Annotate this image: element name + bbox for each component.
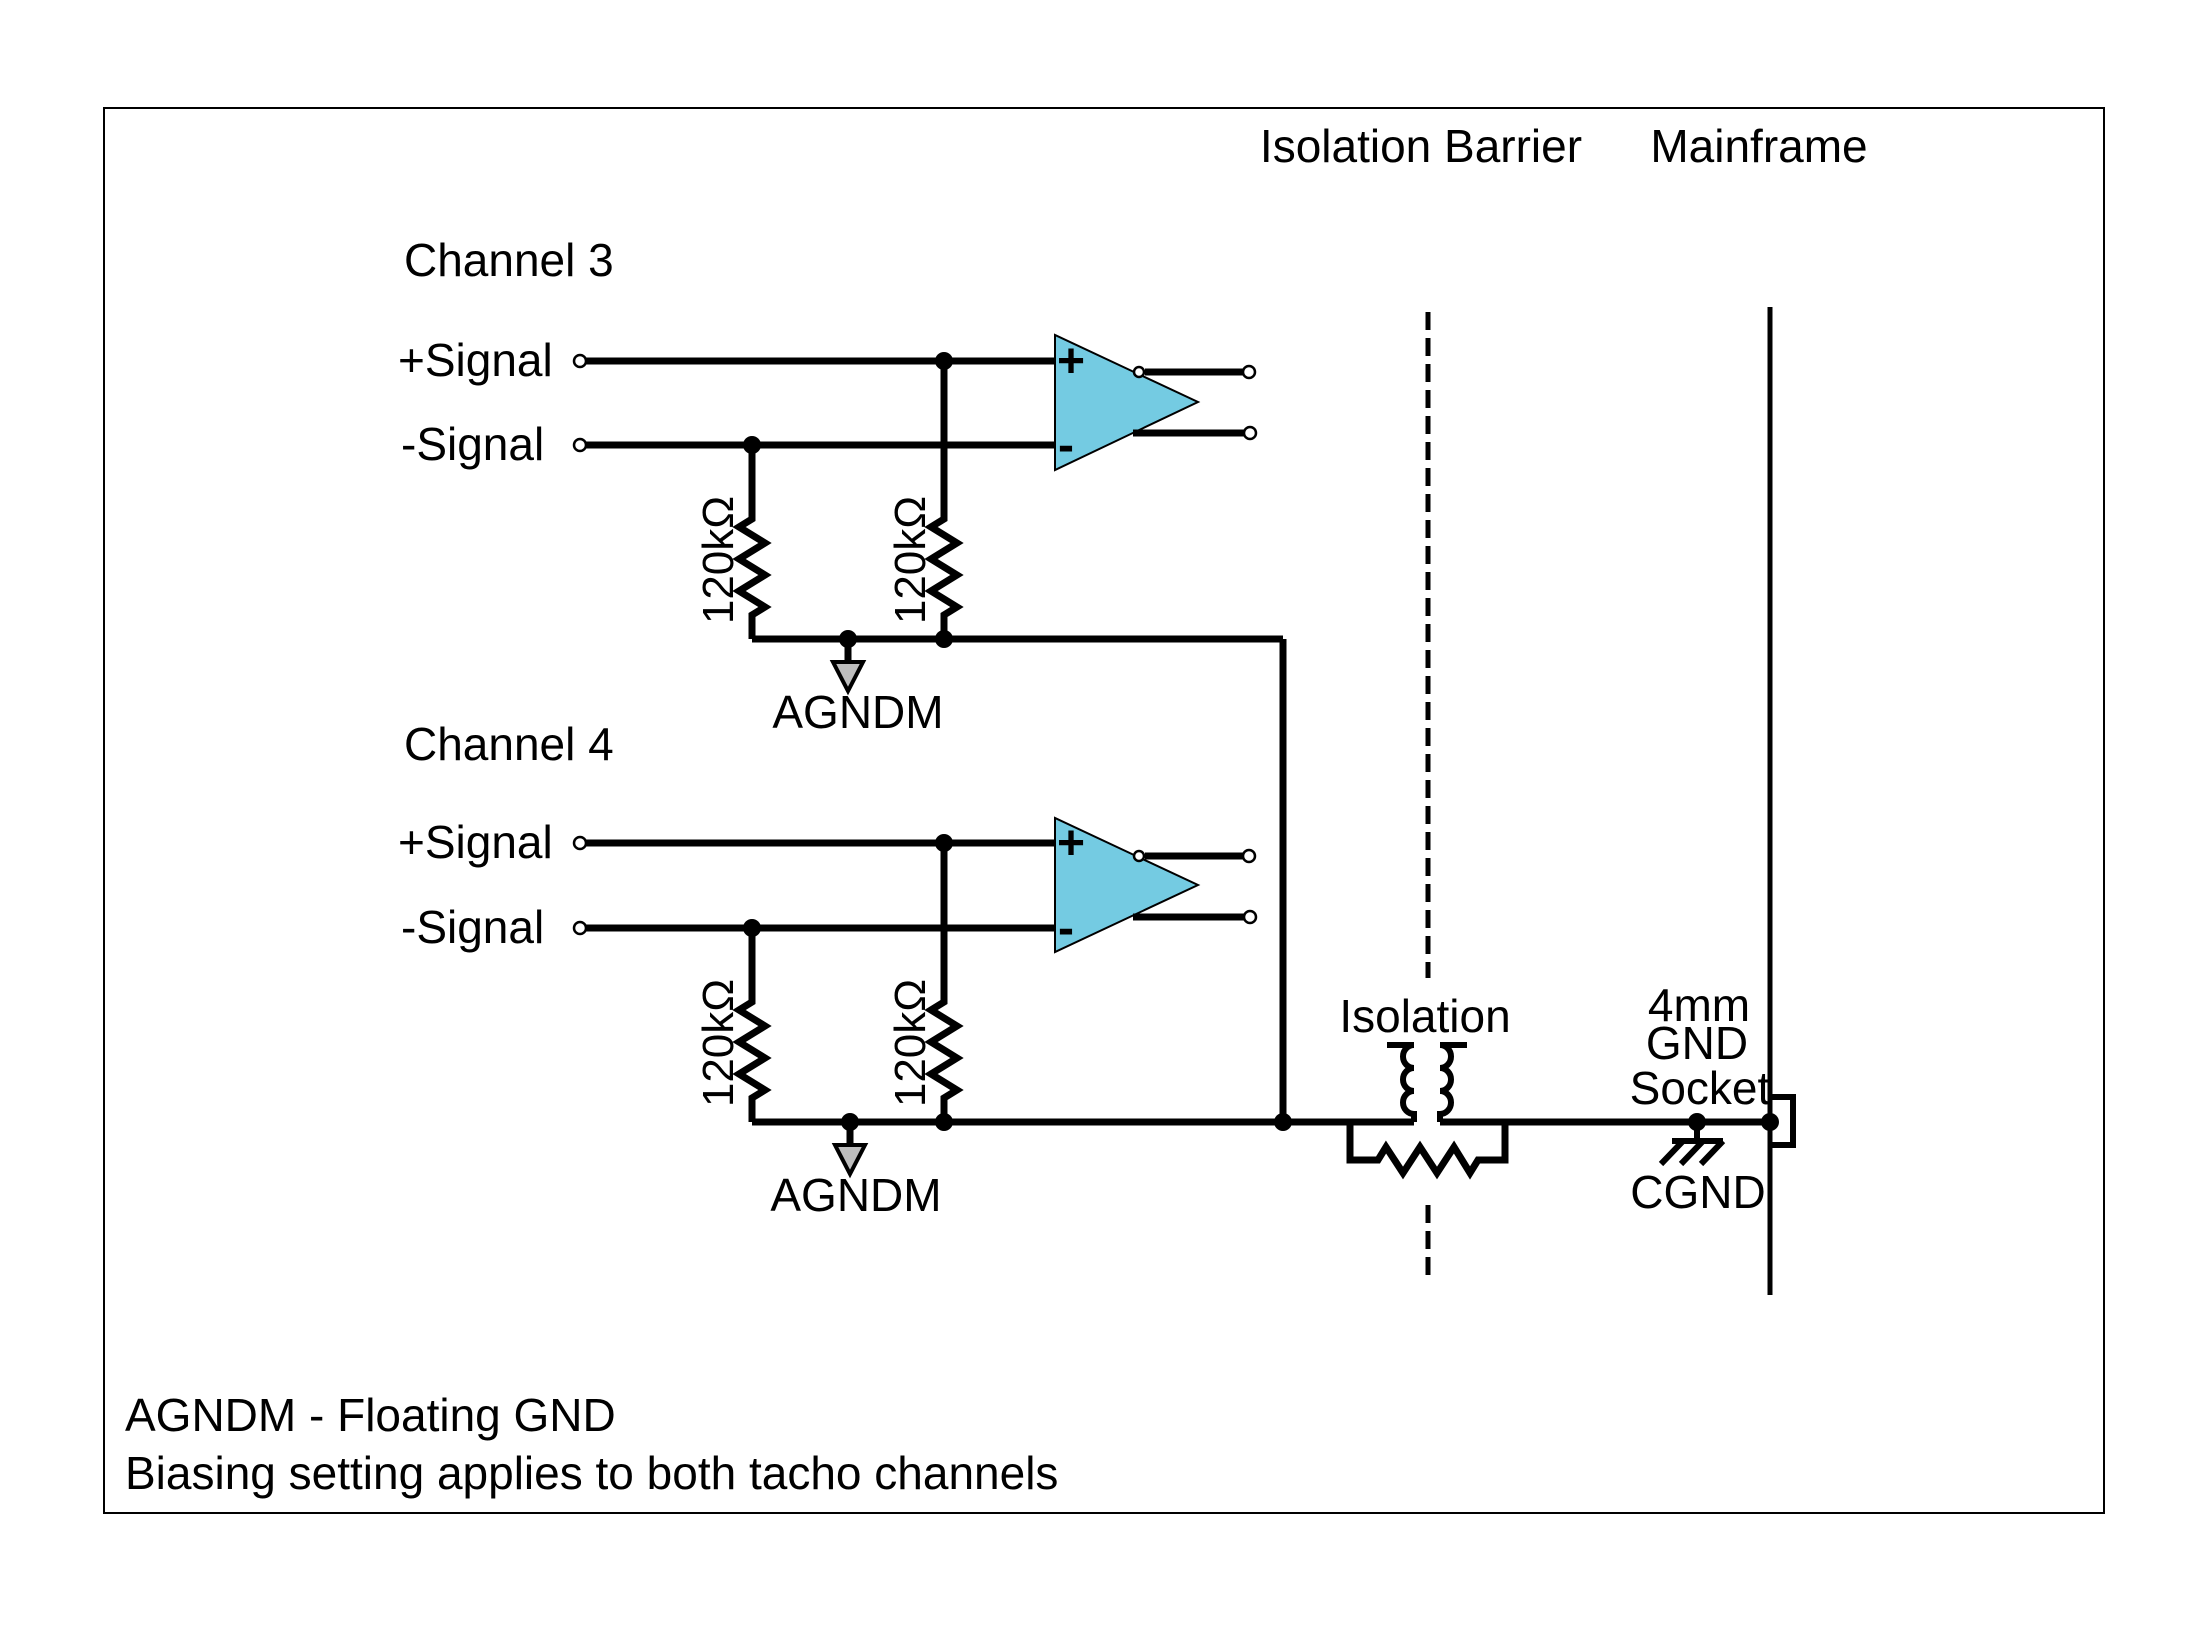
channel3-minus-input-terminal — [572, 437, 588, 453]
channel3-plus-signal-label: +Signal — [398, 334, 553, 386]
channel3-plus-input-terminal — [572, 353, 588, 369]
channel4-output-top-terminal — [1241, 848, 1257, 864]
barrier-and-mainframe-section: 4mm GND Socket CGND — [1425, 307, 1796, 1295]
channel4-agndm-label: AGNDM — [770, 1169, 941, 1221]
channel4-minus-input-terminal — [572, 920, 588, 936]
footnotes-section: AGNDM - Floating GND Biasing setting app… — [125, 1389, 1058, 1499]
socket-label-line3: Socket — [1630, 1062, 1771, 1114]
channel4-minus-signal-label: -Signal — [401, 901, 544, 953]
diagram-border — [103, 107, 2105, 1514]
cgnd-label: CGND — [1630, 1166, 1765, 1218]
junction-dot — [935, 834, 953, 852]
channel3-resistor-left — [732, 445, 772, 639]
channel4-output-bottom-terminal — [1242, 909, 1258, 925]
socket-label-line1: 4mm — [1648, 979, 1750, 1031]
main-ground-rail-section: Isolation — [752, 990, 1779, 1180]
junction-dot — [935, 630, 953, 648]
channel4-agndm-arrow-icon — [831, 1143, 869, 1179]
junction-dot — [1274, 1113, 1292, 1131]
channel3-opamp-minus-sign: - — [1058, 419, 1074, 472]
channel3-output-top-terminal — [1241, 364, 1257, 380]
note-line1: AGNDM - Floating GND — [125, 1389, 616, 1441]
main-rail-junction-dots — [1274, 1113, 1779, 1131]
channel3-junction-dots — [743, 352, 953, 648]
channel4-section: Channel 4 +Signal -Signal 120kΩ 120kΩ AG… — [398, 718, 1258, 1221]
junction-dot — [743, 919, 761, 937]
channel3-opamp-plus-sign: + — [1057, 335, 1085, 388]
channel4-resistor-left — [732, 928, 772, 1122]
note-line2: Biasing setting applies to both tacho ch… — [125, 1447, 1058, 1499]
channel3-title: Channel 3 — [404, 234, 614, 286]
isolation-barrier-label: Isolation Barrier — [1260, 120, 1582, 172]
channel3-agndm-label: AGNDM — [772, 686, 943, 738]
channel3-resistor-left-value: 120kΩ — [694, 496, 743, 624]
isolation-transformer-label: Isolation — [1339, 990, 1510, 1042]
socket-label-line2: GND — [1646, 1017, 1748, 1069]
channel4-resistor-right — [924, 843, 964, 1122]
transformer-coil-left-icon — [1387, 1042, 1417, 1122]
channel4-resistor-right-value: 120kΩ — [886, 979, 935, 1107]
channel3-section: Channel 3 +Signal -Signal 120kΩ 120kΩ AG… — [398, 234, 1287, 1122]
channel4-opamp-output-bubble — [1132, 849, 1146, 863]
cgnd-hatch — [1678, 1138, 1706, 1167]
mainframe-label: Mainframe — [1650, 120, 1867, 172]
channel4-opamp-icon — [1054, 816, 1201, 954]
cgnd-hatch — [1658, 1138, 1686, 1167]
channel3-minus-signal-label: -Signal — [401, 418, 544, 470]
gnd-socket-icon — [1770, 1094, 1796, 1148]
channel4-title: Channel 4 — [404, 718, 614, 770]
channel3-resistor-right-value: 120kΩ — [886, 496, 935, 624]
channel3-resistor-right — [924, 361, 964, 639]
channel3-opamp-icon — [1054, 333, 1201, 472]
transformer-coil-right-icon — [1437, 1042, 1467, 1122]
junction-dot — [935, 352, 953, 370]
channel3-opamp-output-bubble — [1132, 365, 1146, 379]
channel4-plus-signal-label: +Signal — [398, 816, 553, 868]
channel3-agndm-arrow-icon — [829, 660, 867, 696]
channel4-plus-input-terminal — [572, 835, 588, 851]
channel4-resistor-left-value: 120kΩ — [694, 979, 743, 1107]
isolation-bypass-resistor — [1346, 1122, 1509, 1180]
channel4-opamp-minus-sign: - — [1058, 902, 1074, 955]
cgnd-hatch — [1698, 1138, 1726, 1167]
channel3-output-bottom-terminal — [1242, 425, 1258, 441]
cgnd-chassis-ground-icon — [1658, 1122, 1726, 1167]
channel4-opamp-plus-sign: + — [1057, 817, 1085, 870]
junction-dot — [743, 436, 761, 454]
